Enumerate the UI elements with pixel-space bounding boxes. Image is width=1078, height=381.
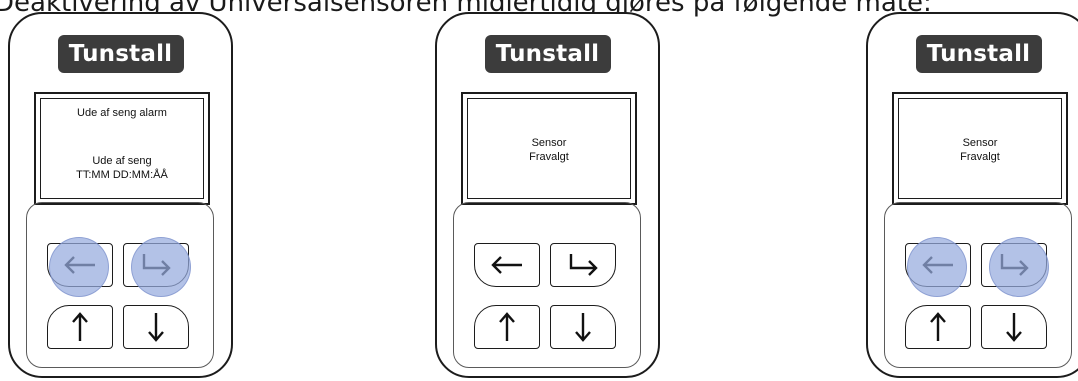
screen-line-1: Sensor: [531, 137, 567, 149]
up-arrow-icon: [499, 312, 515, 341]
device-3: Tunstall Sensor Fravalgt: [866, 12, 1078, 378]
enter-button[interactable]: [550, 243, 616, 287]
brand-logo: Tunstall: [915, 35, 1042, 73]
keypad: [26, 202, 214, 368]
screen-display: Sensor Fravalgt: [898, 98, 1062, 199]
device-1: Tunstall Ude af seng alarm Ude af seng T…: [8, 12, 233, 378]
left-arrow-button[interactable]: [47, 243, 113, 287]
up-arrow-icon: [72, 312, 88, 341]
left-arrow-icon: [491, 256, 522, 274]
enter-arrow-icon: [1000, 254, 1029, 276]
enter-button[interactable]: [981, 243, 1047, 287]
up-arrow-button[interactable]: [47, 305, 113, 349]
screen-line-2: Fravalgt: [960, 151, 1000, 163]
screen-display: Ude af seng alarm Ude af seng TT:MM DD:M…: [40, 98, 204, 199]
left-arrow-icon: [64, 256, 95, 274]
keypad: [884, 202, 1072, 368]
brand-logo: Tunstall: [484, 35, 611, 73]
up-arrow-button[interactable]: [474, 305, 540, 349]
instruction-header: Deaktivering av Universalsensoren midler…: [0, 0, 932, 18]
screen-line-1: Ude af seng alarm: [77, 107, 167, 119]
enter-button[interactable]: [123, 243, 189, 287]
enter-arrow-icon: [569, 254, 598, 276]
up-arrow-button[interactable]: [905, 305, 971, 349]
screen-line-1: Sensor: [962, 137, 998, 149]
down-arrow-icon: [148, 313, 164, 342]
brand-logo: Tunstall: [57, 35, 184, 73]
screen-line-2: Fravalgt: [529, 151, 569, 163]
screen-line-2: Ude af seng: [92, 155, 152, 167]
left-arrow-icon: [922, 256, 953, 274]
down-arrow-icon: [575, 313, 591, 342]
down-arrow-button[interactable]: [981, 305, 1047, 349]
down-arrow-icon: [1006, 313, 1022, 342]
screen-line-3: TT:MM DD:MM:ÅÅ: [76, 169, 168, 181]
left-arrow-button[interactable]: [474, 243, 540, 287]
left-arrow-button[interactable]: [905, 243, 971, 287]
down-arrow-button[interactable]: [550, 305, 616, 349]
up-arrow-icon: [930, 312, 946, 341]
enter-arrow-icon: [142, 254, 171, 276]
keypad: [453, 202, 641, 368]
screen-display: Sensor Fravalgt: [467, 98, 631, 199]
down-arrow-button[interactable]: [123, 305, 189, 349]
device-screen: Sensor Fravalgt: [892, 92, 1068, 205]
device-screen: Ude af seng alarm Ude af seng TT:MM DD:M…: [34, 92, 210, 205]
device-2: Tunstall Sensor Fravalgt: [435, 12, 660, 378]
device-screen: Sensor Fravalgt: [461, 92, 637, 205]
